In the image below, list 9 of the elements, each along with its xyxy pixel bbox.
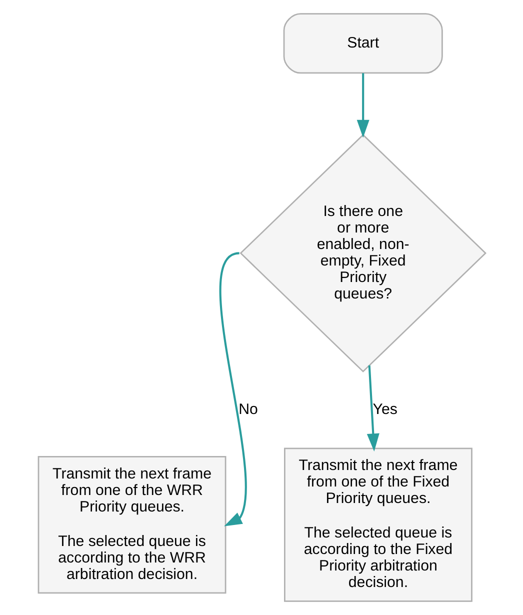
edge-label: No <box>238 400 258 418</box>
node-box: Transmit the next frame from one of the WRR Priority queues. The selected queue is according to the WRR arbitration decision. <box>37 456 226 594</box>
node-box: Start <box>282 13 442 74</box>
node-diamond: Is there one or more enabled, non-empty, Fixed Priority queues? <box>239 134 486 372</box>
arrow <box>366 365 379 452</box>
arrow <box>218 252 246 526</box>
edge-label: Yes <box>372 400 397 418</box>
node-box: Transmit the next frame from one of the Fixed Priority queues. The selected queue is according to the Fixed Priority arbitration decision. <box>284 448 472 602</box>
arrow <box>356 73 369 138</box>
